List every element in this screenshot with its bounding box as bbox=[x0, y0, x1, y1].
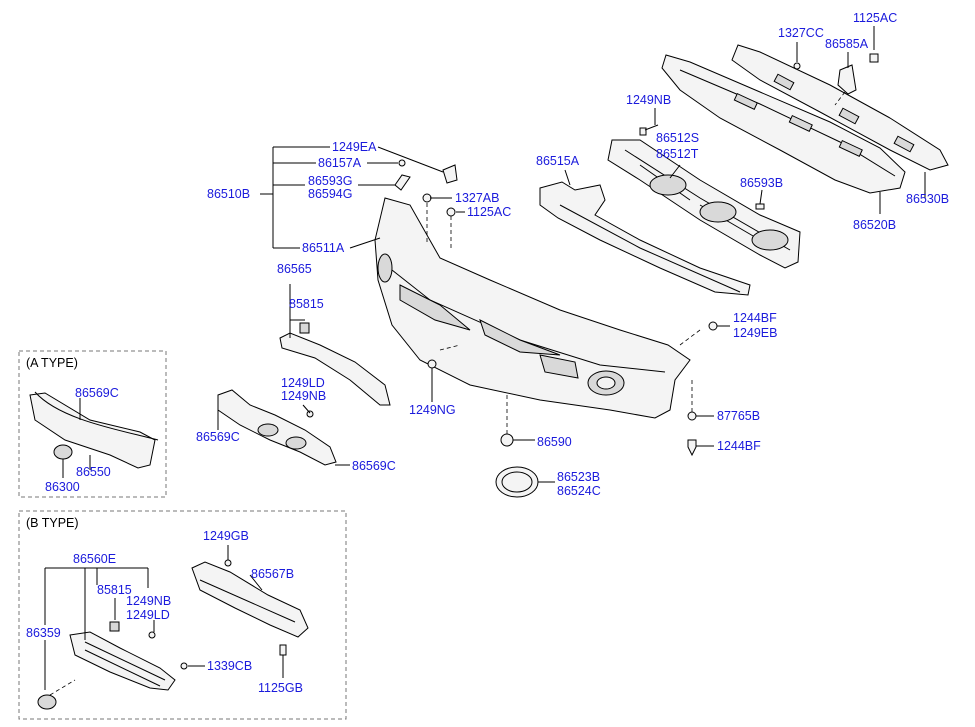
label-86585A: 86585A bbox=[825, 37, 869, 51]
back-beam-86520B bbox=[661, 54, 906, 194]
emblem-86300 bbox=[53, 444, 73, 460]
bolt-1125AC-top bbox=[869, 53, 879, 63]
label-86157A: 86157A bbox=[318, 156, 362, 170]
bolt-1125AC-mid bbox=[446, 207, 456, 217]
clip-1339CB bbox=[180, 662, 188, 670]
label-1327AB: 1327AB bbox=[455, 191, 499, 205]
label-86565: 86565 bbox=[277, 262, 312, 276]
absorber-86530B bbox=[731, 44, 949, 171]
emblem-86359 bbox=[37, 694, 57, 710]
nut-87765B bbox=[687, 411, 697, 421]
label-1249NB-b: 1249NB bbox=[126, 594, 171, 608]
clip-1249EA bbox=[442, 164, 458, 184]
rail-86565 bbox=[279, 332, 391, 406]
label-1249NB-a: 1249NB bbox=[281, 389, 326, 403]
label-1125AC-mid: 1125AC bbox=[467, 205, 511, 219]
label-86593B: 86593B bbox=[740, 176, 783, 190]
grille-86512S bbox=[607, 139, 801, 269]
label-1249LD-b: 1249LD bbox=[126, 608, 170, 622]
label-86520B: 86520B bbox=[853, 218, 896, 232]
label-1244BF-b: 1244BF bbox=[717, 439, 761, 453]
label-86593G: 86593G bbox=[308, 174, 352, 188]
label-1249EA: 1249EA bbox=[332, 140, 377, 154]
label-1339CB: 1339CB bbox=[207, 659, 252, 673]
b-type-box bbox=[18, 510, 347, 720]
label-86512S: 86512S bbox=[656, 131, 699, 145]
label-1125GB: 1125GB bbox=[258, 681, 303, 695]
screw-1249NB-top bbox=[639, 127, 647, 136]
bracket-86567B bbox=[191, 561, 309, 638]
label-85815-b: 85815 bbox=[97, 583, 132, 597]
strip-86569C-a bbox=[34, 391, 159, 441]
label-1327CC: 1327CC bbox=[778, 26, 824, 40]
bracket-86569C bbox=[217, 389, 337, 466]
screw-1249NG bbox=[427, 359, 437, 369]
screw-86157A bbox=[398, 159, 406, 167]
grille-86560E bbox=[69, 631, 176, 691]
a-type-box bbox=[18, 350, 167, 498]
label-86567B: 86567B bbox=[251, 567, 294, 581]
bracket-86515A bbox=[539, 181, 751, 296]
label-86511A: 86511A bbox=[302, 241, 345, 255]
label-86510B: 86510B bbox=[207, 187, 250, 201]
bolt-1244BF-b bbox=[687, 439, 697, 457]
screw-1249GB bbox=[224, 559, 232, 567]
screw-1249LD-a bbox=[306, 410, 314, 418]
label-1125AC-top: 1125AC bbox=[853, 11, 897, 25]
label-1249NG: 1249NG bbox=[409, 403, 456, 417]
clip-86593G bbox=[394, 174, 411, 191]
label-86594G: 86594G bbox=[308, 187, 352, 201]
bolt-1125GB bbox=[279, 644, 287, 656]
clip-85815-top bbox=[299, 322, 310, 334]
label-86523B: 86523B bbox=[557, 470, 600, 484]
label-86515A: 86515A bbox=[536, 154, 580, 168]
label-86512T: 86512T bbox=[656, 147, 699, 161]
label-85815-top: 85815 bbox=[289, 297, 324, 311]
bracket-86585A bbox=[837, 64, 857, 95]
clip-86593B bbox=[755, 203, 765, 210]
label-1244BF-a: 1244BF bbox=[733, 311, 777, 325]
screw-1249LD-b bbox=[148, 631, 156, 639]
clip-85815-b bbox=[109, 621, 120, 632]
label-87765B: 87765B bbox=[717, 409, 760, 423]
b-type-title: (B TYPE) bbox=[26, 516, 79, 530]
grille-86550 bbox=[29, 392, 156, 469]
label-86359: 86359 bbox=[26, 626, 61, 640]
bumper-cover-86511A bbox=[374, 197, 691, 419]
label-86590: 86590 bbox=[537, 435, 572, 449]
label-86560E: 86560E bbox=[73, 552, 116, 566]
bolt-86590 bbox=[500, 433, 514, 447]
label-1249GB: 1249GB bbox=[203, 529, 249, 543]
a-type-title: (A TYPE) bbox=[26, 356, 78, 370]
nut-1327AB bbox=[422, 193, 432, 203]
label-86524C: 86524C bbox=[557, 484, 601, 498]
leader-lines bbox=[44, 26, 926, 696]
label-86300: 86300 bbox=[45, 480, 80, 494]
label-1249EB: 1249EB bbox=[733, 326, 777, 340]
nut-1327CC bbox=[793, 62, 801, 70]
label-1249LD-a: 1249LD bbox=[281, 376, 325, 390]
label-1249NB-top: 1249NB bbox=[626, 93, 671, 107]
label-86569C-a: 86569C bbox=[196, 430, 240, 444]
label-86569C-at: 86569C bbox=[75, 386, 119, 400]
label-86569C-b: 86569C bbox=[352, 459, 396, 473]
label-86530B: 86530B bbox=[906, 192, 949, 206]
bolt-1244BF-a bbox=[708, 321, 718, 331]
label-86550: 86550 bbox=[76, 465, 111, 479]
